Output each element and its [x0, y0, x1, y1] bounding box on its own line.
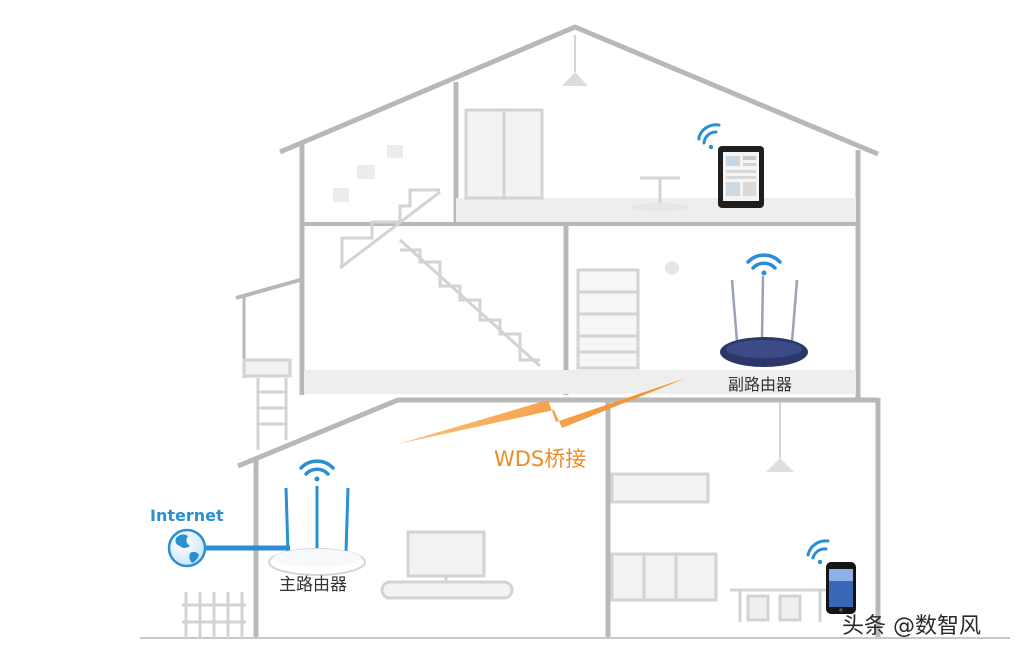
wds-bridge-label: WDS桥接	[494, 447, 587, 471]
house-outline	[235, 24, 881, 638]
interior-decor	[182, 35, 830, 638]
tablet-icon	[718, 146, 764, 208]
sub-router-label: 副路由器	[728, 375, 793, 394]
main-router	[268, 486, 366, 576]
floor-bands	[304, 198, 856, 394]
globe-icon	[167, 528, 207, 568]
phone-icon	[826, 562, 856, 614]
main-router-label: 主路由器	[279, 575, 347, 595]
wifi-icon	[806, 539, 830, 565]
wifi-icon	[746, 253, 782, 276]
wifi-icon	[299, 459, 335, 482]
sub-router	[720, 275, 808, 367]
watermark-text: 头条 @数智风	[842, 614, 981, 639]
internet-label: Internet	[150, 506, 224, 525]
wds-lightning-bolt	[398, 378, 686, 444]
wifi-icon	[697, 123, 721, 150]
